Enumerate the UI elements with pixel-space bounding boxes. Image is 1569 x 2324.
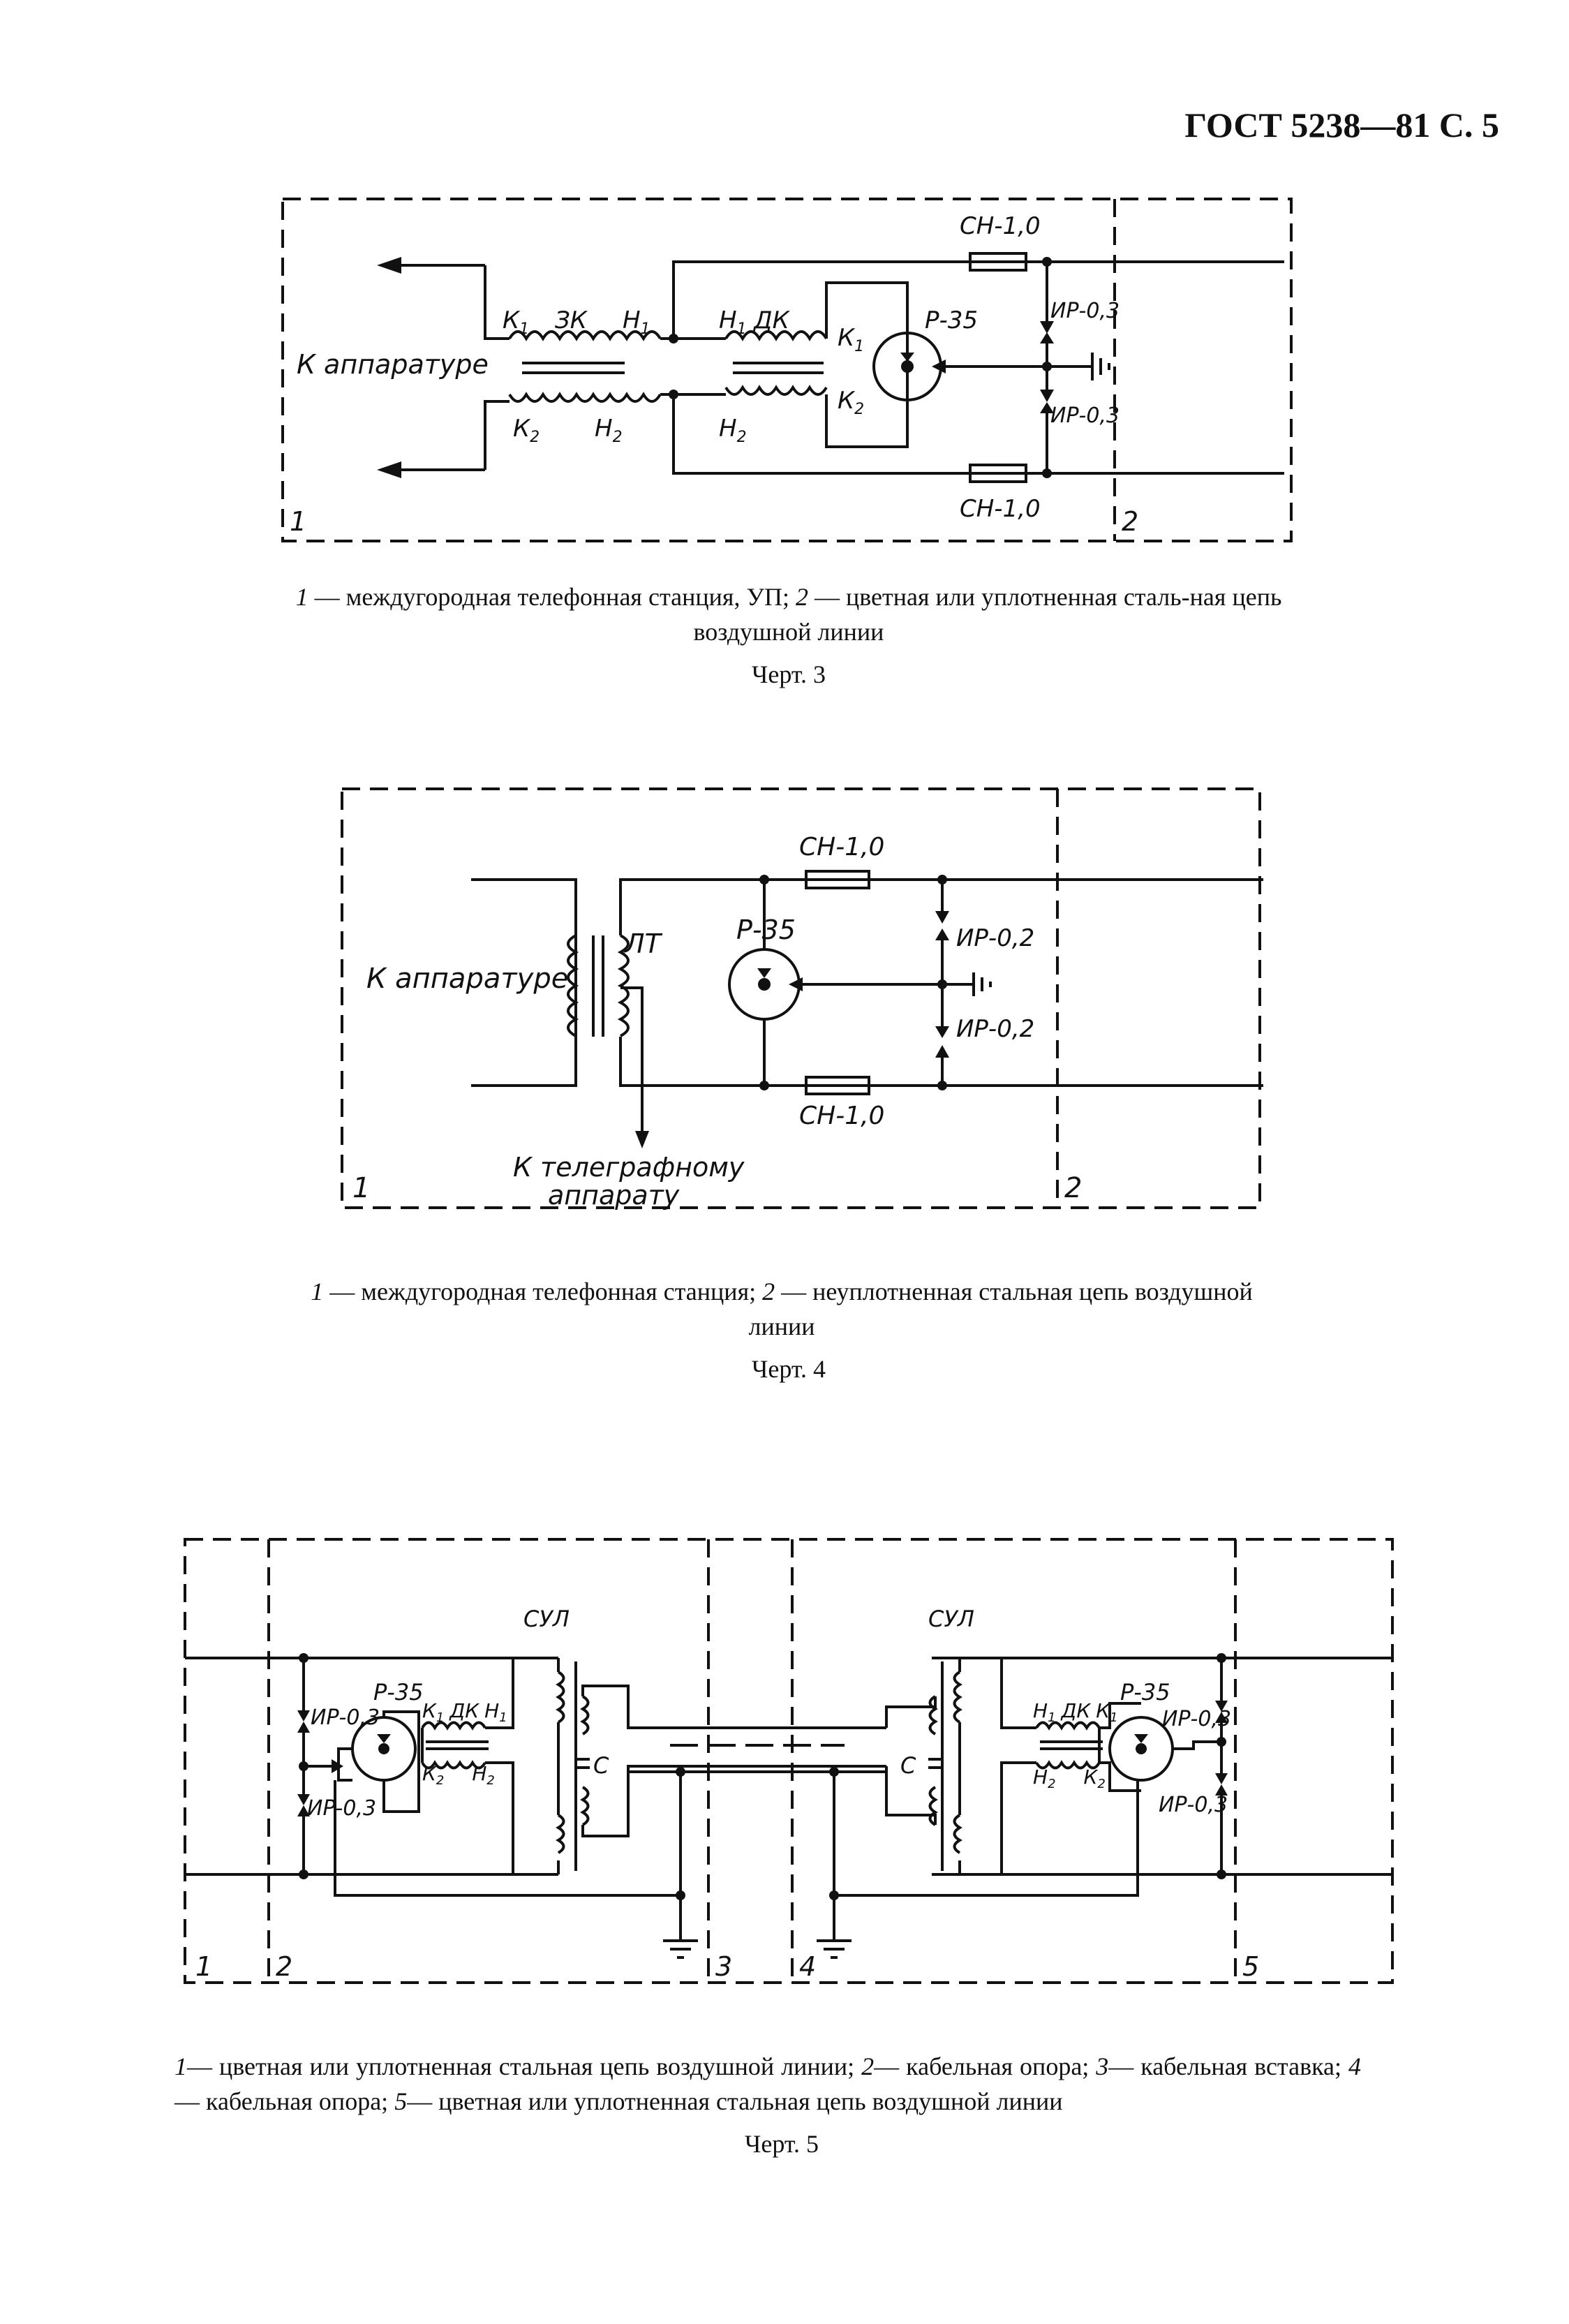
dk-label: ДК xyxy=(752,306,791,334)
p35-left-label: Р-35 xyxy=(373,1679,424,1705)
zk-label: ЗК xyxy=(555,306,588,334)
figure-3-diagram: К аппаратуре К1 ЗК Н1 К2 Н2 Н1 ДК К1 Н2 … xyxy=(279,195,1298,558)
zone-2-label: 2 xyxy=(1064,1172,1082,1204)
ir-l1-label: ИР-0,3 xyxy=(311,1705,380,1730)
k-apparature-label: К аппаратуре xyxy=(366,963,568,995)
p35-right-label: Р-35 xyxy=(1120,1679,1170,1705)
figure-3-number: Черт. 3 xyxy=(752,660,826,688)
p35-label: Р-35 xyxy=(925,306,978,334)
sn-top-fuse xyxy=(805,870,870,889)
zk-coil-bottom xyxy=(508,392,662,403)
syl-left-coil-line xyxy=(556,1671,565,1854)
k-apparature-label: К аппаратуре xyxy=(297,349,489,380)
figure-4-number: Черт. 4 xyxy=(752,1355,826,1383)
zone-4-label: 4 xyxy=(799,1951,816,1982)
ir-r2-label: ИР-0,3 xyxy=(1159,1793,1228,1817)
sn-top-label: СН-1,0 xyxy=(960,212,1041,240)
ir-r1-label: ИР-0,3 xyxy=(1162,1707,1231,1731)
zk-coil-top xyxy=(508,330,662,341)
ir-bottom-label: ИР-0,2 xyxy=(956,1015,1034,1043)
zone-2-label: 2 xyxy=(276,1951,292,1982)
zone-5-label: 5 xyxy=(1242,1951,1259,1982)
dk-coil-top xyxy=(724,330,828,341)
page-header: ГОСТ 5238—81 С. 5 xyxy=(1184,105,1499,145)
zk-h2-label: Н2 xyxy=(595,415,623,446)
ir-bottom-label: ИР-0,3 xyxy=(1050,404,1120,428)
zone-2-label: 2 xyxy=(1122,506,1138,537)
ir-top-label: ИР-0,2 xyxy=(956,924,1034,952)
telegraph-label-2: аппарату xyxy=(548,1180,680,1211)
ir-top-label: ИР-0,3 xyxy=(1050,299,1120,323)
figure-4-diagram: К аппаратуре ЛТ К телеграфному аппарату … xyxy=(339,785,1267,1218)
lt-coil-right xyxy=(617,934,630,1037)
figure-5-caption: 1— цветная или уплотненная стальная цепь… xyxy=(174,2052,1361,2115)
zone-1-label: 1 xyxy=(352,1172,370,1204)
ir-l2-label: ИР-0,3 xyxy=(307,1796,376,1821)
lt-coil-left xyxy=(567,934,579,1037)
dk-h1-label: Н1 xyxy=(719,306,747,338)
figure-5-number: Черт. 5 xyxy=(745,2130,819,2158)
c-right-label: С xyxy=(900,1752,916,1779)
dk-left-coil-bottom xyxy=(421,1760,486,1770)
dk-right-coil-bottom xyxy=(1035,1760,1101,1770)
sn-top-fuse xyxy=(969,252,1027,272)
zk-k2-label: К2 xyxy=(513,415,540,446)
syl-right-coil-line xyxy=(953,1671,962,1854)
dk-k2-label: К2 xyxy=(838,387,864,418)
dk-right-coil-top xyxy=(1035,1721,1101,1731)
zone-1-label: 1 xyxy=(195,1951,212,1982)
syl-right-label: СУЛ xyxy=(928,1606,974,1632)
dk-h2-label: Н2 xyxy=(719,415,747,446)
syl-left-label: СУЛ xyxy=(523,1606,570,1632)
telegraph-label-1: К телеграфному xyxy=(513,1152,745,1183)
lt-label: ЛТ xyxy=(623,928,663,959)
c-left-label: С xyxy=(593,1752,609,1779)
syl-right-coil-cable xyxy=(928,1695,938,1826)
figure-3-caption: 1 — междугородная телефонная станция, УП… xyxy=(295,583,1282,646)
dk-coil-bottom xyxy=(724,385,828,396)
sn-bottom-label: СН-1,0 xyxy=(960,495,1041,523)
zone-1-label: 1 xyxy=(290,506,306,537)
syl-left-coil-cable xyxy=(580,1695,590,1826)
dk-left-coil-top xyxy=(421,1721,486,1731)
figure-4-caption: 1 — междугородная телефонная станция; 2 … xyxy=(311,1278,1253,1340)
sn-bottom-fuse xyxy=(969,464,1027,483)
dk-k1-label: К1 xyxy=(838,324,864,355)
sn-top-label: СН-1,0 xyxy=(799,833,884,861)
p35-label: Р-35 xyxy=(736,915,796,945)
zone-3-label: 3 xyxy=(715,1951,732,1982)
sn-bottom-fuse xyxy=(805,1076,870,1095)
sn-bottom-label: СН-1,0 xyxy=(799,1102,884,1130)
